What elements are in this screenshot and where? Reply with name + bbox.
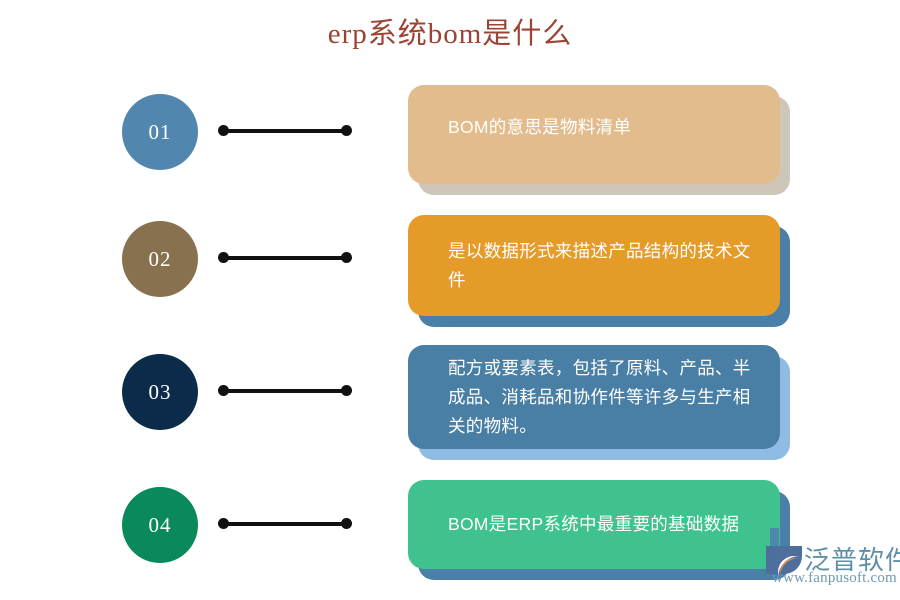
watermark-url: www.fanpusoft.com [772, 570, 897, 586]
step-card-wrap-01: BOM的意思是物料清单 [408, 85, 798, 195]
connector-line-01 [218, 125, 352, 137]
step-card-04[interactable]: BOM是ERP系统中最重要的基础数据 [408, 480, 780, 569]
connector-bar-03 [222, 389, 348, 393]
step-card-02[interactable]: 是以数据形式来描述产品结构的技术文件 [408, 215, 780, 316]
step-card-wrap-04: BOM是ERP系统中最重要的基础数据 [408, 480, 798, 580]
step-card-01[interactable]: BOM的意思是物料清单 [408, 85, 780, 184]
connector-dot-right-04 [341, 518, 352, 529]
step-number-badge-04[interactable]: 04 [122, 487, 198, 563]
connector-dot-right-02 [341, 252, 352, 263]
step-card-text-04: BOM是ERP系统中最重要的基础数据 [448, 514, 740, 534]
connector-bar-02 [222, 256, 348, 260]
watermark: 泛普软件 www.fanpusoft.com [764, 528, 900, 590]
step-number-badge-02[interactable]: 02 [122, 221, 198, 297]
connector-line-04 [218, 518, 352, 530]
watermark-brand-name: 泛普软件 [804, 545, 900, 575]
connector-dot-right-01 [341, 125, 352, 136]
step-card-03[interactable]: 配方或要素表，包括了原料、产品、半成品、消耗品和协作件等许多与生产相关的物料。 [408, 345, 780, 449]
connector-line-03 [218, 385, 352, 397]
step-number-label-01: 01 [148, 119, 172, 144]
step-number-label-03: 03 [148, 379, 172, 404]
step-number-label-04: 04 [148, 512, 172, 537]
connector-line-02 [218, 252, 352, 264]
connector-bar-01 [222, 129, 348, 133]
step-number-label-02: 02 [148, 246, 172, 271]
step-number-badge-03[interactable]: 03 [122, 354, 198, 430]
fanpu-logo-icon [766, 546, 802, 578]
step-card-wrap-02: 是以数据形式来描述产品结构的技术文件 [408, 215, 798, 327]
connector-bar-04 [222, 522, 348, 526]
connector-dot-right-03 [341, 385, 352, 396]
step-card-wrap-03: 配方或要素表，包括了原料、产品、半成品、消耗品和协作件等许多与生产相关的物料。 [408, 345, 798, 460]
step-card-text-01: BOM的意思是物料清单 [448, 117, 632, 137]
step-card-text-03: 配方或要素表，包括了原料、产品、半成品、消耗品和协作件等许多与生产相关的物料。 [448, 357, 751, 436]
step-card-text-02: 是以数据形式来描述产品结构的技术文件 [448, 240, 751, 290]
page-title: erp系统bom是什么 [327, 18, 573, 50]
step-number-badge-01[interactable]: 01 [122, 94, 198, 170]
